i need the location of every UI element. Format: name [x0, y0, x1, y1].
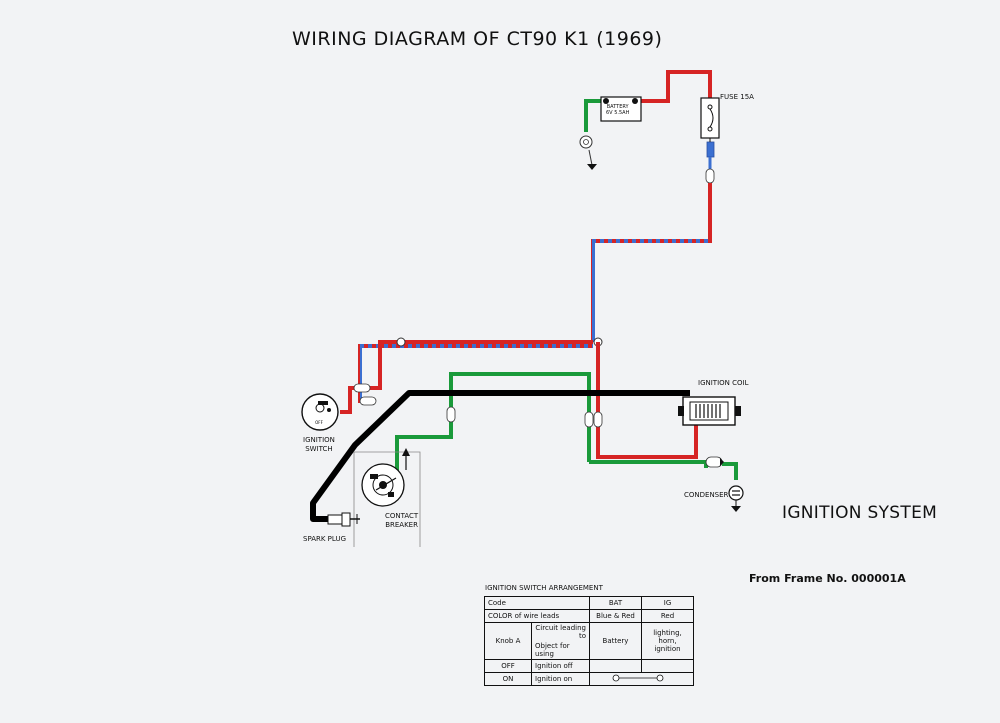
knob-label: Knob A — [484, 622, 532, 660]
color-label: COLOR of wire leads — [484, 609, 590, 623]
contact-breaker-symbol — [361, 448, 410, 507]
on-connection-symbol — [612, 674, 664, 682]
off-label: OFF — [484, 659, 532, 673]
ignition-coil-label: IGNITION COIL — [698, 379, 749, 387]
table-row: Knob A Circuit leading to Object for usi… — [484, 622, 694, 660]
table-row: Code BAT IG — [484, 596, 694, 610]
on-connection-cell — [589, 672, 694, 686]
object-bat: Battery — [589, 622, 642, 660]
ignition-switch-label: IGNITION SWITCH — [303, 436, 335, 453]
color-ig: Red — [641, 609, 694, 623]
ignition-coil-symbol — [678, 396, 741, 426]
wire-green-condenser — [722, 462, 738, 480]
code-label: Code — [484, 596, 590, 610]
wire-red-ig — [340, 340, 593, 414]
code-bat: BAT — [589, 596, 642, 610]
diagram-title: WIRING DIAGRAM OF CT90 K1 (1969) — [292, 28, 663, 50]
battery-label: BATTERY 6V 5.5AH — [606, 104, 630, 116]
ground-symbol-battery — [587, 164, 597, 170]
wire-green-battery-ground — [584, 99, 602, 132]
spark-plug-symbol — [327, 512, 360, 527]
object-label: Object for using — [535, 642, 570, 658]
contact-breaker-label: CONTACT BREAKER — [385, 512, 419, 529]
wire-red-battery-fuse — [641, 70, 712, 103]
code-ig: IG — [641, 596, 694, 610]
frame-number: From Frame No. 000001A — [749, 572, 906, 585]
section-title: IGNITION SYSTEM — [782, 503, 938, 523]
connector-junction-1 — [396, 337, 406, 347]
wire-black-ht — [310, 390, 690, 522]
contact-breaker-frame — [353, 451, 421, 547]
fuse-label: FUSE 15A — [720, 93, 754, 101]
ignition-switch-face-text: OFF — [315, 420, 323, 425]
condenser-label: CONDENSER — [684, 491, 729, 499]
spark-plug-label: SPARK PLUG — [303, 535, 347, 543]
table-row: COLOR of wire leads Blue & Red Red — [484, 609, 694, 623]
off-desc: Ignition off — [531, 659, 590, 673]
on-desc: Ignition on — [531, 672, 590, 686]
wire-blue-red-main — [591, 183, 712, 342]
wire-green-breaker — [395, 372, 591, 475]
color-bat: Blue & Red — [589, 609, 642, 623]
table-row: ON Ignition on — [484, 672, 694, 686]
circuit-label: Circuit leading to — [535, 624, 586, 640]
circuit-object-cell: Circuit leading to Object for using — [531, 622, 590, 660]
wire-red-coil — [596, 342, 698, 459]
ignition-switch-symbol — [301, 393, 339, 431]
table-row: OFF Ignition off — [484, 659, 694, 673]
battery-symbol — [600, 96, 642, 122]
ground-connector — [579, 135, 593, 149]
condenser-symbol — [728, 485, 744, 512]
switch-table-title: IGNITION SWITCH ARRANGEMENT — [485, 584, 603, 592]
fuse-symbol — [700, 97, 720, 139]
switch-arrangement-table: Code BAT IG COLOR of wire leads Blue & R… — [484, 596, 694, 686]
on-label: ON — [484, 672, 532, 686]
object-ig: lighting, horn, ignition — [641, 622, 694, 660]
